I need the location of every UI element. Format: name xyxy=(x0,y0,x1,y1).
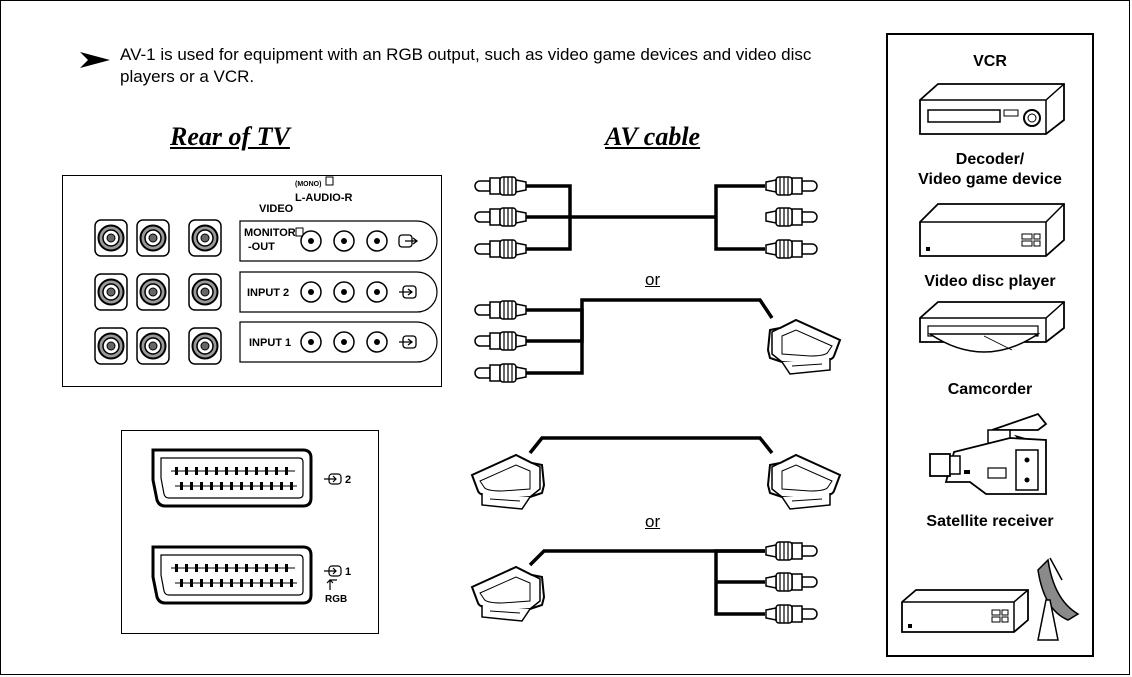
scart-to-scart-cable xyxy=(528,436,774,455)
scart-panel: 2 1 RGB xyxy=(121,430,379,634)
video-column-label: VIDEO xyxy=(259,203,294,215)
scart-socket-2 xyxy=(151,448,313,508)
or-label-2: or xyxy=(645,512,661,531)
av-cable-heading: AV cable xyxy=(605,122,701,151)
satellite-receiver-icon xyxy=(901,557,1080,641)
audio-column-label: L-AUDIO-R xyxy=(295,192,352,204)
rca-to-rca-cable xyxy=(526,184,765,251)
scart-1-label: 1 xyxy=(345,566,351,578)
monitor-out-label: MONITOR xyxy=(244,227,296,239)
tv-rear-panel: (MONO) VIDEO L-AUDIO-R MONITOR -OUT INPU… xyxy=(62,175,442,387)
av-cable-diagram xyxy=(471,176,850,640)
decoder-icon xyxy=(919,203,1065,257)
scart-to-rca-cable xyxy=(528,549,765,616)
scart-2-label: 2 xyxy=(345,474,351,486)
monitor-out-label-2: -OUT xyxy=(248,241,275,253)
device-label-satellite: Satellite receiver xyxy=(926,513,1054,530)
rear-of-tv-heading: Rear of TV xyxy=(170,122,290,151)
input-1-label: INPUT 1 xyxy=(249,337,291,349)
scart-2-input-icon xyxy=(324,473,342,485)
device-list-box xyxy=(886,33,1094,657)
camcorder-icon xyxy=(929,412,1048,495)
mono-label: (MONO) xyxy=(295,181,321,188)
scart-socket-1 xyxy=(151,545,313,605)
note-arrow-icon xyxy=(80,52,110,68)
rca-to-scart-cable xyxy=(526,298,774,375)
device-label-decoder: Decoder/Video game device xyxy=(918,151,1062,188)
scart-1-input-icon xyxy=(324,565,342,590)
input-2-label: INPUT 2 xyxy=(247,287,289,299)
or-label-1: or xyxy=(645,270,661,289)
big-rca-jack-grid xyxy=(94,219,222,365)
disc-player-icon xyxy=(919,301,1065,353)
vcr-icon xyxy=(919,83,1065,135)
device-label-vcr: VCR xyxy=(973,53,1007,70)
note-text: AV-1 is used for equipment with an RGB o… xyxy=(120,45,812,86)
rgb-label: RGB xyxy=(325,594,347,605)
device-label-disc-player: Video disc player xyxy=(924,273,1056,290)
device-label-camcorder: Camcorder xyxy=(947,381,1033,398)
